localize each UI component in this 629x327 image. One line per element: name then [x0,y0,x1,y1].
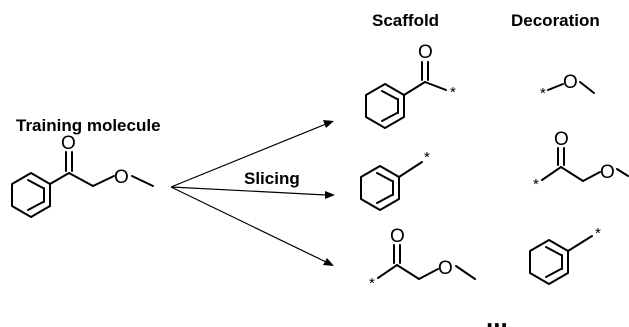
scaffold-header: Scaffold [372,11,439,30]
ether-oxygen: O [114,167,129,188]
scaffold-phenyl: * [360,149,430,211]
ether-oxygen: O [563,72,578,93]
decoration-methoxy: * O [540,72,595,102]
ether-oxygen: O [600,162,615,183]
attachment-point: * [424,149,430,166]
benzene-ring [365,83,405,129]
decoration-header: Decoration [511,11,600,30]
training-molecule: O O [11,133,154,218]
training-molecule-label: Training molecule [16,116,161,135]
benzene-ring [11,172,51,218]
carbonyl-oxygen: O [554,129,569,150]
slicing-label: Slicing [244,169,300,188]
attachment-point: * [540,85,546,102]
decoration-acyl-ether: * O O [533,129,629,193]
attachment-point: * [533,176,539,193]
scaffold-acyl-ether: * O O [369,226,476,292]
scaffold-benzoyl: O * [365,42,456,129]
carbonyl-oxygen: O [390,226,405,247]
carbonyl-oxygen: O [61,133,76,154]
ether-oxygen: O [438,258,453,279]
decoration-phenyl: * [529,225,601,285]
ellipsis: ... [486,303,508,327]
benzene-ring [529,239,569,285]
attachment-point: * [595,225,601,242]
benzene-ring [360,165,400,211]
attachment-point: * [369,275,375,292]
slicing-arrows [170,120,335,266]
carbonyl-oxygen: O [418,42,433,63]
attachment-point: * [450,84,456,101]
